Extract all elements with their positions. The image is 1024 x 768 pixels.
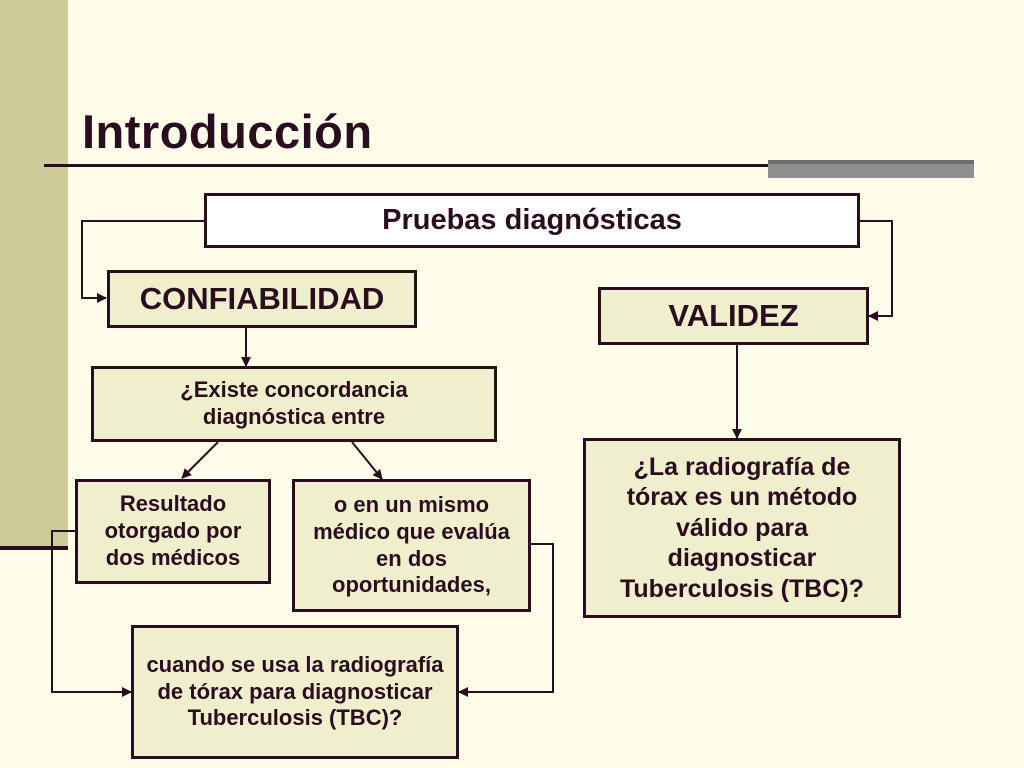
mismo-medico-to-radiografia-connector: [458, 543, 554, 697]
radiografia-confiabilidad-label: cuando se usa la radiografía de tórax pa…: [146, 651, 444, 731]
confiabilidad-node: CONFIABILIDAD: [107, 270, 417, 328]
dos-medicos-node: Resultado otorgado por dos médicos: [75, 479, 271, 584]
confiabilidad-label: CONFIABILIDAD: [139, 281, 385, 317]
side-accent-band: [0, 0, 68, 546]
title-accent-bar: [768, 160, 974, 178]
title-divider: [44, 164, 974, 167]
root-to-confiabilidad-connector: [81, 220, 205, 303]
slide-title: Introducción: [82, 105, 373, 158]
mismo-medico-label: o en un mismo médico que evalúa en dos o…: [313, 491, 510, 598]
concordancia-to-mismo-medico-connector: [351, 441, 383, 480]
concordancia-to-dos-medicos-connector: [181, 441, 219, 479]
validez-label: VALIDEZ: [668, 298, 799, 334]
concordancia-label: ¿Existe concordancia diagnóstica entre: [180, 377, 408, 429]
mismo-medico-node: o en un mismo médico que evalúa en dos o…: [292, 479, 531, 612]
radiografia-validez-label: ¿La radiografía de tórax es un método vá…: [620, 452, 864, 603]
dos-medicos-label: Resultado otorgado por dos médicos: [104, 491, 242, 570]
root-node-label: Pruebas diagnósticas: [382, 203, 682, 236]
radiografia-validez-node: ¿La radiografía de tórax es un método vá…: [583, 438, 901, 618]
concordancia-node: ¿Existe concordancia diagnóstica entre: [91, 366, 497, 442]
radiografia-confiabilidad-node: cuando se usa la radiografía de tórax pa…: [131, 625, 459, 759]
dos-medicos-to-radiografia-connector: [51, 530, 132, 697]
root-node-pruebas-diagnosticas: Pruebas diagnósticas: [204, 193, 860, 248]
validez-node: VALIDEZ: [598, 287, 869, 345]
side-band-underline: [0, 546, 68, 550]
root-to-validez-connector: [859, 220, 893, 321]
